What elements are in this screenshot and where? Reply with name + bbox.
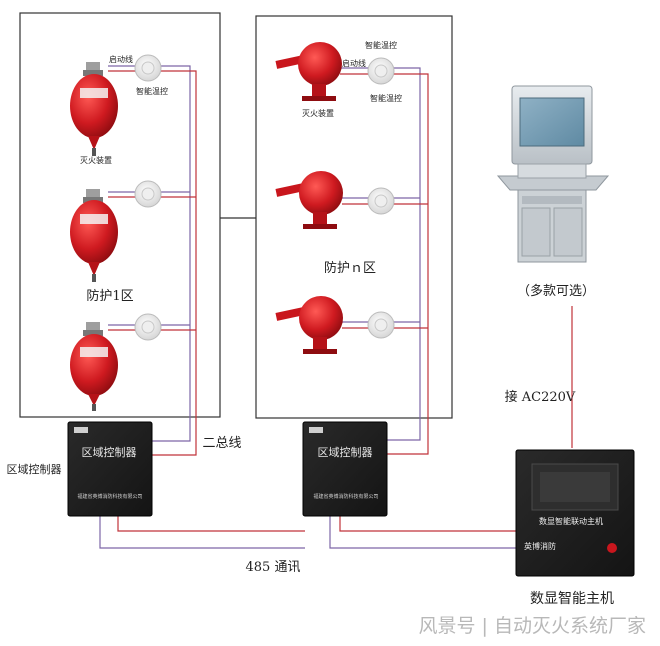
watermark: 风景号 | 自动灭火系统厂家 [419, 615, 646, 637]
temperature-sensor-2 [134, 180, 162, 208]
temperature-sensor-4 [367, 57, 395, 85]
extinguisher-2 [70, 189, 118, 282]
controller-1-panel-title: 区域控制器 [82, 445, 137, 459]
controller-side-label: 区域控制器 [7, 462, 62, 476]
controller-2-company: 福建省英博消防科技有限公司 [313, 493, 378, 500]
temperature-sensor-5 [367, 187, 395, 215]
regional-controller-2: 区域控制器 福建省英博消防科技有限公司 [302, 421, 388, 517]
regional-controller-1: 区域控制器 福建省英博消防科技有限公司 [67, 421, 153, 517]
host-name: 数显智能主机 [530, 591, 614, 607]
zonen-device-label: 灭火装置 [302, 108, 334, 118]
temperature-sensor-1 [134, 54, 162, 82]
suppression-device-3 [275, 296, 343, 354]
zone1-sensor-label: 智能温控 [136, 86, 168, 96]
comm-label: 485 通讯 [246, 560, 301, 575]
controller-1-company: 福建省英博消防科技有限公司 [77, 493, 142, 500]
extinguisher-1 [70, 62, 118, 156]
host-unit: 数显智能联动主机 英博消防 [515, 449, 635, 577]
zone1-name: 防护1区 [86, 288, 133, 304]
bus-label: 二总线 [202, 436, 241, 451]
zonen-name: 防护ｎ区 [324, 260, 376, 276]
zonen-sensor-label-top: 智能温控 [365, 40, 397, 50]
zone1-start-line-label: 启动线 [109, 54, 133, 64]
host-brand: 英博消防 [524, 541, 556, 551]
zone1-box [19, 12, 221, 418]
zonen-sensor-label-bottom: 智能温控 [370, 93, 402, 103]
zonen-wiring [340, 67, 429, 455]
comm-wiring [99, 306, 573, 549]
power-label: 接 AC220V [505, 389, 576, 405]
temperature-sensor-6 [367, 311, 395, 339]
workstation-label: （多款可选） [517, 283, 595, 299]
host-screen-title: 数显智能联动主机 [539, 516, 603, 526]
controller-2-panel-title: 区域控制器 [318, 445, 373, 459]
extinguisher-3 [70, 322, 118, 411]
zone1-device-label: 灭火装置 [80, 155, 112, 165]
suppression-device-2 [275, 171, 343, 229]
temperature-sensor-3 [134, 313, 162, 341]
zonen-box [255, 15, 453, 419]
zonen-start-line-label: 启动线 [342, 58, 366, 68]
suppression-device-1 [275, 42, 342, 101]
workstation [496, 85, 610, 263]
zone1-wiring [108, 65, 197, 456]
